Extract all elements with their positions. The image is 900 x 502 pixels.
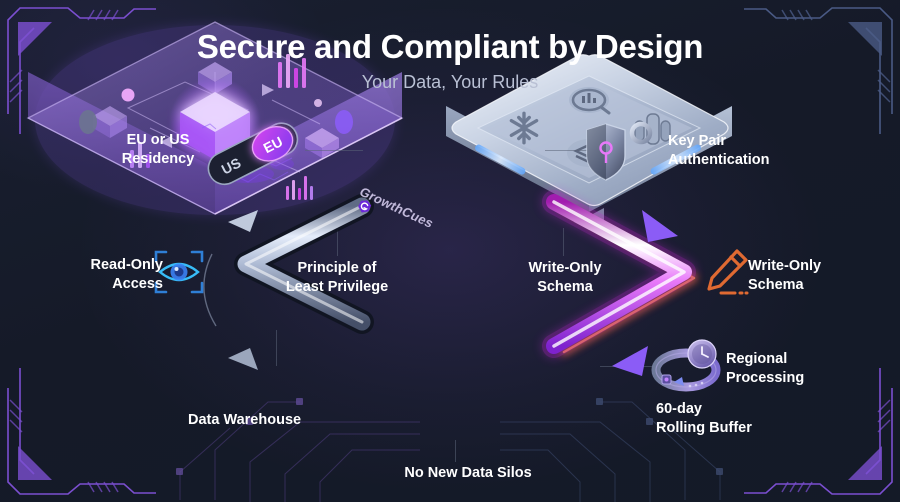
label-least-privilege: Principle of Least Privilege: [285, 260, 389, 295]
toggle-off-label: US: [219, 154, 244, 177]
connector-line-lsp: [337, 228, 338, 256]
label-write-only-schema-right: Write-Only Schema: [748, 258, 822, 293]
eu-us-toggle-icon[interactable]: US EU: [196, 112, 308, 196]
pencil-icon: [703, 247, 751, 299]
label-eu-us-residency: EU or US Residency: [121, 132, 195, 167]
label-data-warehouse: Data Warehouse: [188, 412, 302, 428]
connector-line-keypair: [545, 150, 589, 151]
label-regional-processing: Regional Processing: [726, 351, 805, 386]
snowflake-icon: [510, 111, 539, 145]
label-key-pair-authentication: Key Pair Authentication: [668, 133, 770, 168]
clock-ring-icon: [648, 334, 724, 396]
bigquery-icon: [569, 87, 611, 115]
page-subtitle: Your Data, Your Rules: [361, 72, 539, 92]
growthcues-platform: [26, 21, 404, 215]
page-title: Secure and Compliant by Design: [196, 28, 704, 65]
label-no-new-data-silos: No New Data Silos: [404, 465, 532, 481]
toggle-on-label: EU: [261, 133, 286, 156]
growthcues-g-icon: [358, 200, 372, 213]
label-write-only-schema-center: Write-Only Schema: [528, 260, 602, 295]
label-rolling-buffer: 60-day Rolling Buffer: [656, 401, 752, 436]
circuit-traces-decoration: [176, 398, 723, 502]
frame-corner-top-right: [744, 7, 893, 134]
shield-key-icon: [583, 116, 657, 188]
data-flow-pipes: [203, 190, 698, 376]
connector-line-silos: [455, 440, 456, 462]
eye-scan-icon: [152, 247, 206, 297]
connector-line-wos: [563, 228, 564, 256]
connector-line-residency: [305, 150, 363, 151]
connector-line-warehouse: [276, 330, 277, 366]
label-read-only-access: Read-Only Access: [90, 257, 163, 292]
